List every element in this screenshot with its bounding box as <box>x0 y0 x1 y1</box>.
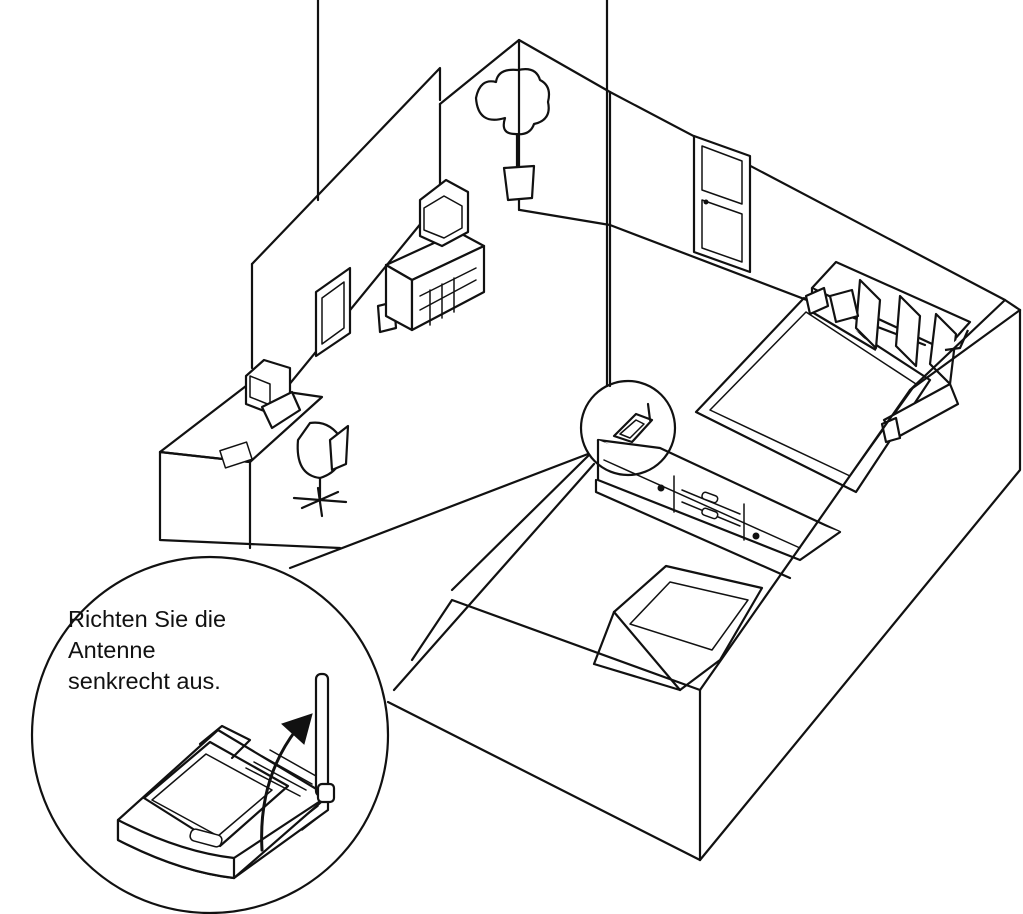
potted-plant <box>474 68 551 202</box>
near-walls <box>386 298 1022 862</box>
wall-picture <box>314 266 352 358</box>
room-walls <box>250 38 1022 432</box>
callout-connector-top <box>288 452 590 570</box>
sofa <box>804 260 972 444</box>
raise-antenna-arrow-icon <box>260 713 313 852</box>
callout-line-1: Richten Sie die <box>68 606 227 632</box>
office-chair <box>292 421 350 518</box>
desk-pad <box>219 441 253 469</box>
callout-line-3: senkrecht aus. <box>68 668 221 694</box>
antenna <box>314 672 336 804</box>
sideboard <box>594 438 842 580</box>
callout-instruction: Richten Sie die Antenne senkrecht aus. <box>68 604 368 697</box>
callout-connector-bottom <box>392 462 596 692</box>
callout-line-2: Antenne <box>68 637 156 663</box>
desk <box>158 358 342 550</box>
side-table <box>828 288 860 324</box>
tv-cabinet <box>384 178 486 332</box>
phone-highlight-circle <box>579 379 677 477</box>
door <box>692 134 752 274</box>
bed <box>592 564 764 692</box>
